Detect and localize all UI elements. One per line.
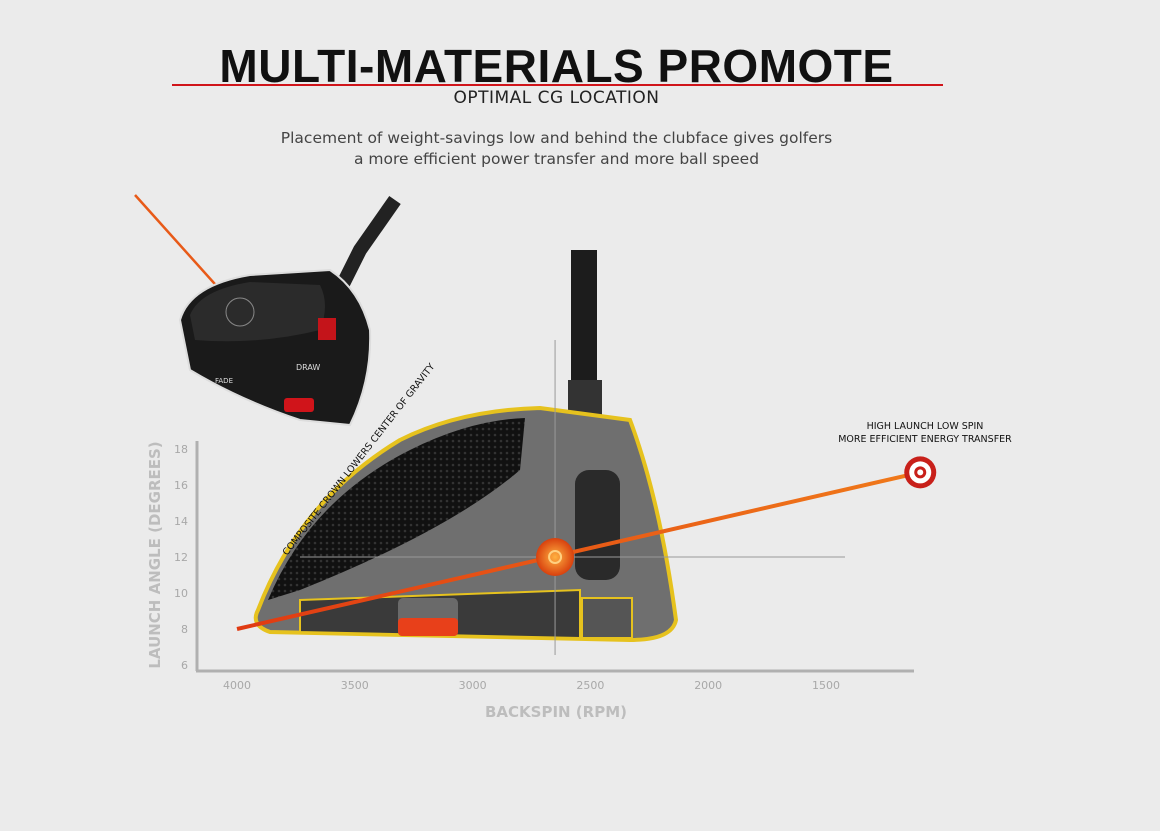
y-tick-label: 6 <box>181 659 188 672</box>
fade-label: FADE <box>215 377 233 385</box>
x-tick-label: 2500 <box>576 679 604 692</box>
description-line-2: a more efficient power transfer and more… <box>353 150 760 168</box>
y-tick-label: 12 <box>174 551 188 564</box>
description: Placement of weight-savings low and behi… <box>0 128 1113 170</box>
page-title: MULTI-MATERIALS PROMOTE <box>219 40 894 92</box>
x-tick-label: 1500 <box>812 679 840 692</box>
y-tick-label: 14 <box>174 515 188 528</box>
x-tick-label: 2000 <box>694 679 722 692</box>
x-tick-label: 4000 <box>223 679 251 692</box>
y-tick-label: 8 <box>181 623 188 636</box>
x-axis-label: BACKSPIN (RPM) <box>485 703 627 721</box>
driver-cutaway-image <box>253 250 679 643</box>
trajectory-line <box>236 470 921 631</box>
driver-head-image: DRAW FADE <box>134 194 401 427</box>
target-bullseye <box>917 469 924 476</box>
x-tick-label: 3500 <box>341 679 369 692</box>
target-annotation-line-1: HIGH LAUNCH LOW SPIN <box>867 421 984 432</box>
title-underline <box>172 84 943 86</box>
y-axis-label: LAUNCH ANGLE (DEGREES) <box>146 441 164 668</box>
target-annotation-line-2: MORE EFFICIENT ENERGY TRANSFER <box>838 434 1012 445</box>
cg-crosshair-icon <box>548 550 563 564</box>
draw-label: DRAW <box>296 363 320 372</box>
y-tick-label: 16 <box>174 479 188 492</box>
x-tick-label: 3000 <box>459 679 487 692</box>
y-tick-label: 18 <box>174 443 188 456</box>
y-tick-label: 10 <box>174 587 188 600</box>
center-of-gravity-marker <box>536 538 575 576</box>
description-line-1: Placement of weight-savings low and behi… <box>280 129 833 147</box>
page-subtitle: OPTIMAL CG LOCATION <box>453 88 660 108</box>
